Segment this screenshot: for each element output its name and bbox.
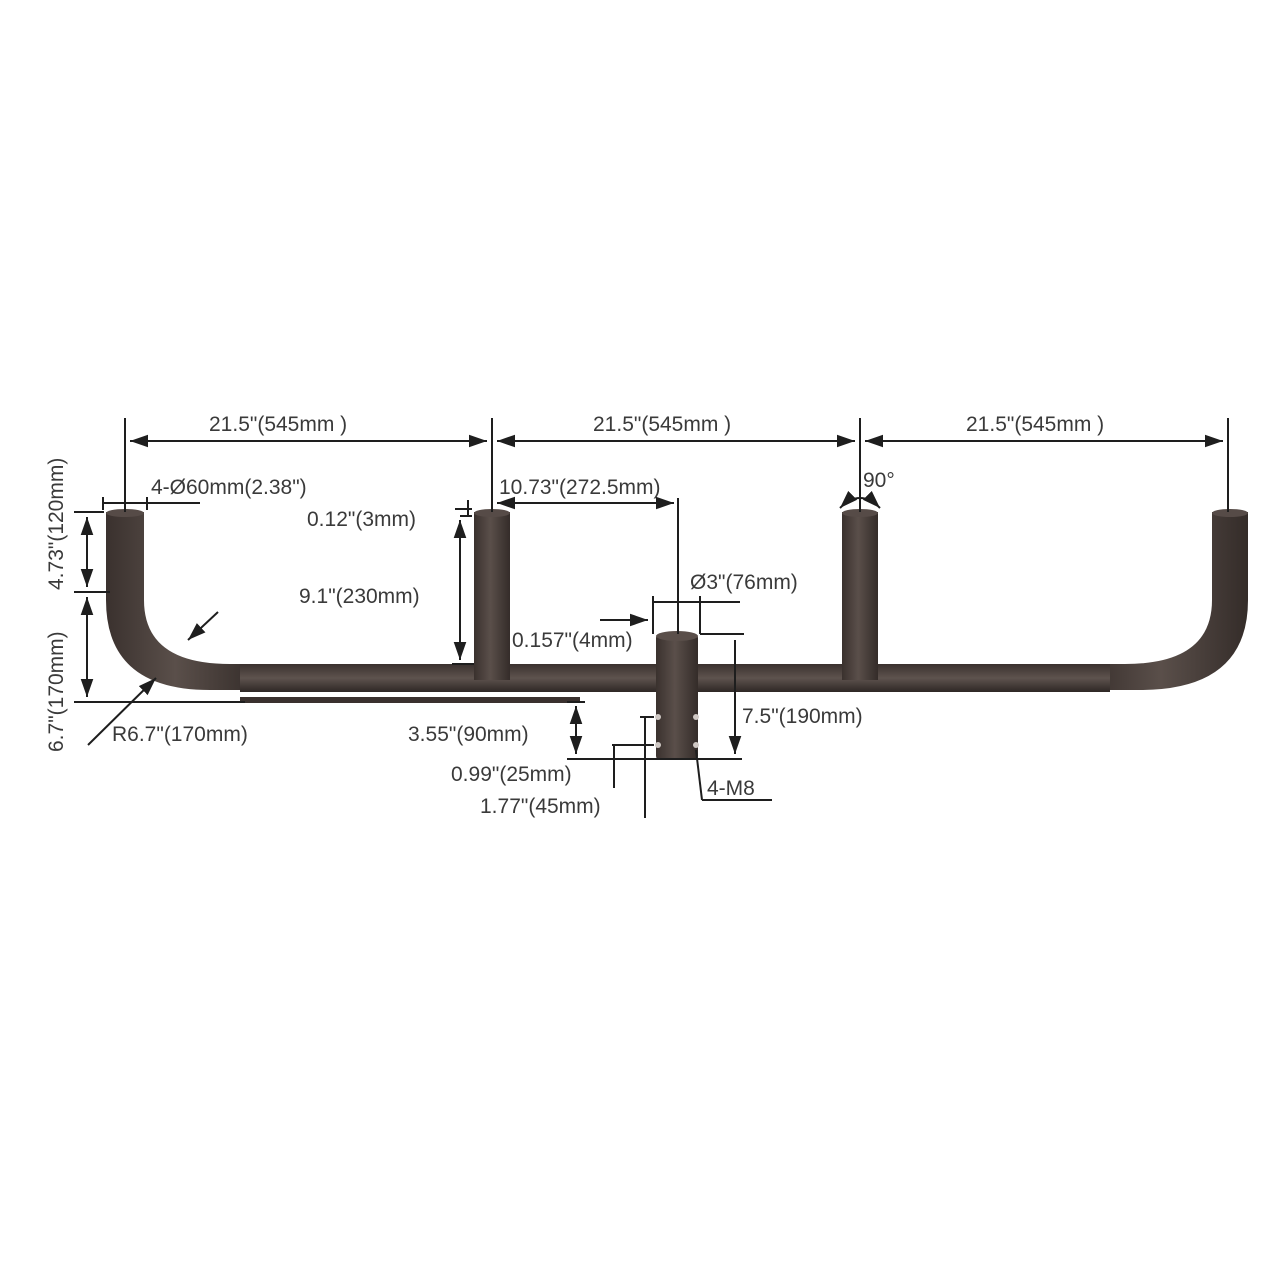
bolt-icon: [655, 742, 661, 748]
right-riser: [842, 512, 878, 680]
center-pipe: [656, 634, 698, 760]
dim-span-middle: 21.5"(545mm ): [593, 413, 732, 436]
bolt-icon: [655, 714, 661, 720]
dim-bend-radius: R6.7"(170mm): [112, 723, 248, 746]
dimension-lines: [74, 418, 1229, 818]
dim-span-left: 21.5"(545mm ): [209, 413, 348, 436]
dim-bolt-spacing-2: 1.77"(45mm): [480, 795, 601, 818]
dim-center-wall-thickness: 0.157"(4mm): [512, 629, 633, 652]
dim-riser-height: 9.1"(230mm): [299, 585, 420, 608]
dim-wall-thickness: 0.12"(3mm): [307, 508, 416, 531]
bolt-icon: [693, 714, 699, 720]
right-end-arm: [1090, 512, 1248, 690]
dim-bolt-spacing-1: 0.99"(25mm): [451, 763, 572, 786]
dim-end-upper-height: 4.73"(120mm): [45, 457, 68, 590]
dim-rotation-angle: 90°: [863, 469, 895, 492]
dim-center-pipe-length: 7.5"(190mm): [742, 705, 863, 728]
dim-span-right: 21.5"(545mm ): [966, 413, 1105, 436]
left-end-arm: [106, 512, 260, 690]
dim-half-span: 10.73"(272.5mm): [499, 476, 661, 499]
bracket-body: [106, 509, 1248, 760]
dim-bolts: 4-M8: [707, 777, 755, 800]
left-riser: [474, 512, 510, 680]
dim-end-lower-height: 6.7"(170mm): [45, 631, 68, 752]
dim-tube-diameter: 4-Ø60mm(2.38"): [151, 476, 307, 499]
bolt-icon: [693, 742, 699, 748]
dim-center-pipe-diameter: Ø3"(76mm): [690, 571, 798, 594]
dim-center-below-arm: 3.55"(90mm): [408, 723, 529, 746]
